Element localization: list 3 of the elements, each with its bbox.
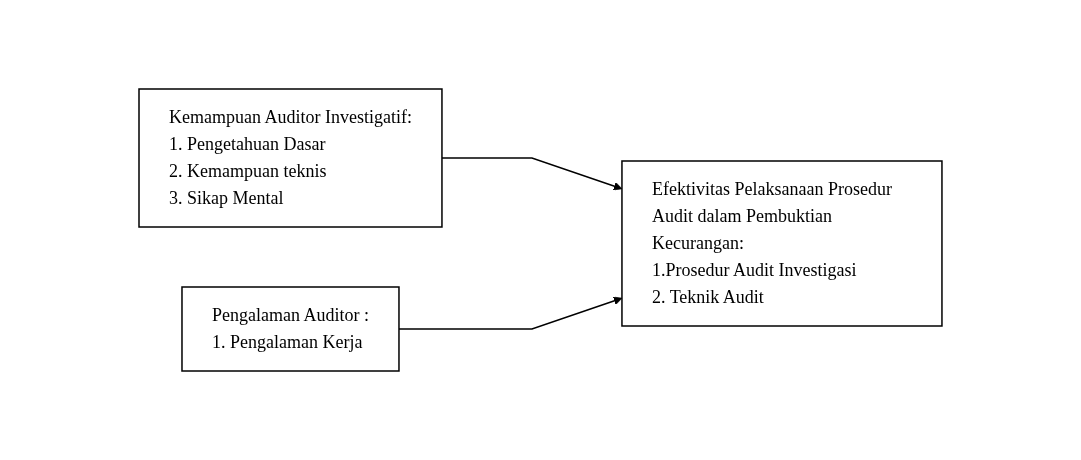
node-box: Kemampuan Auditor Investigatif: 1. Pengetahuan Dasar 2. Kemampuan teknis 3. Sikap Mental xyxy=(138,88,443,228)
node-box: Efektivitas Pelaksanaan Prosedur Audit dalam Pembuktian Kecurangan: 1.Prosedur Audit Investigasi 2. Teknik Audit xyxy=(621,160,943,327)
node-box: Pengalaman Auditor : 1. Pengalaman Kerja xyxy=(181,286,400,372)
